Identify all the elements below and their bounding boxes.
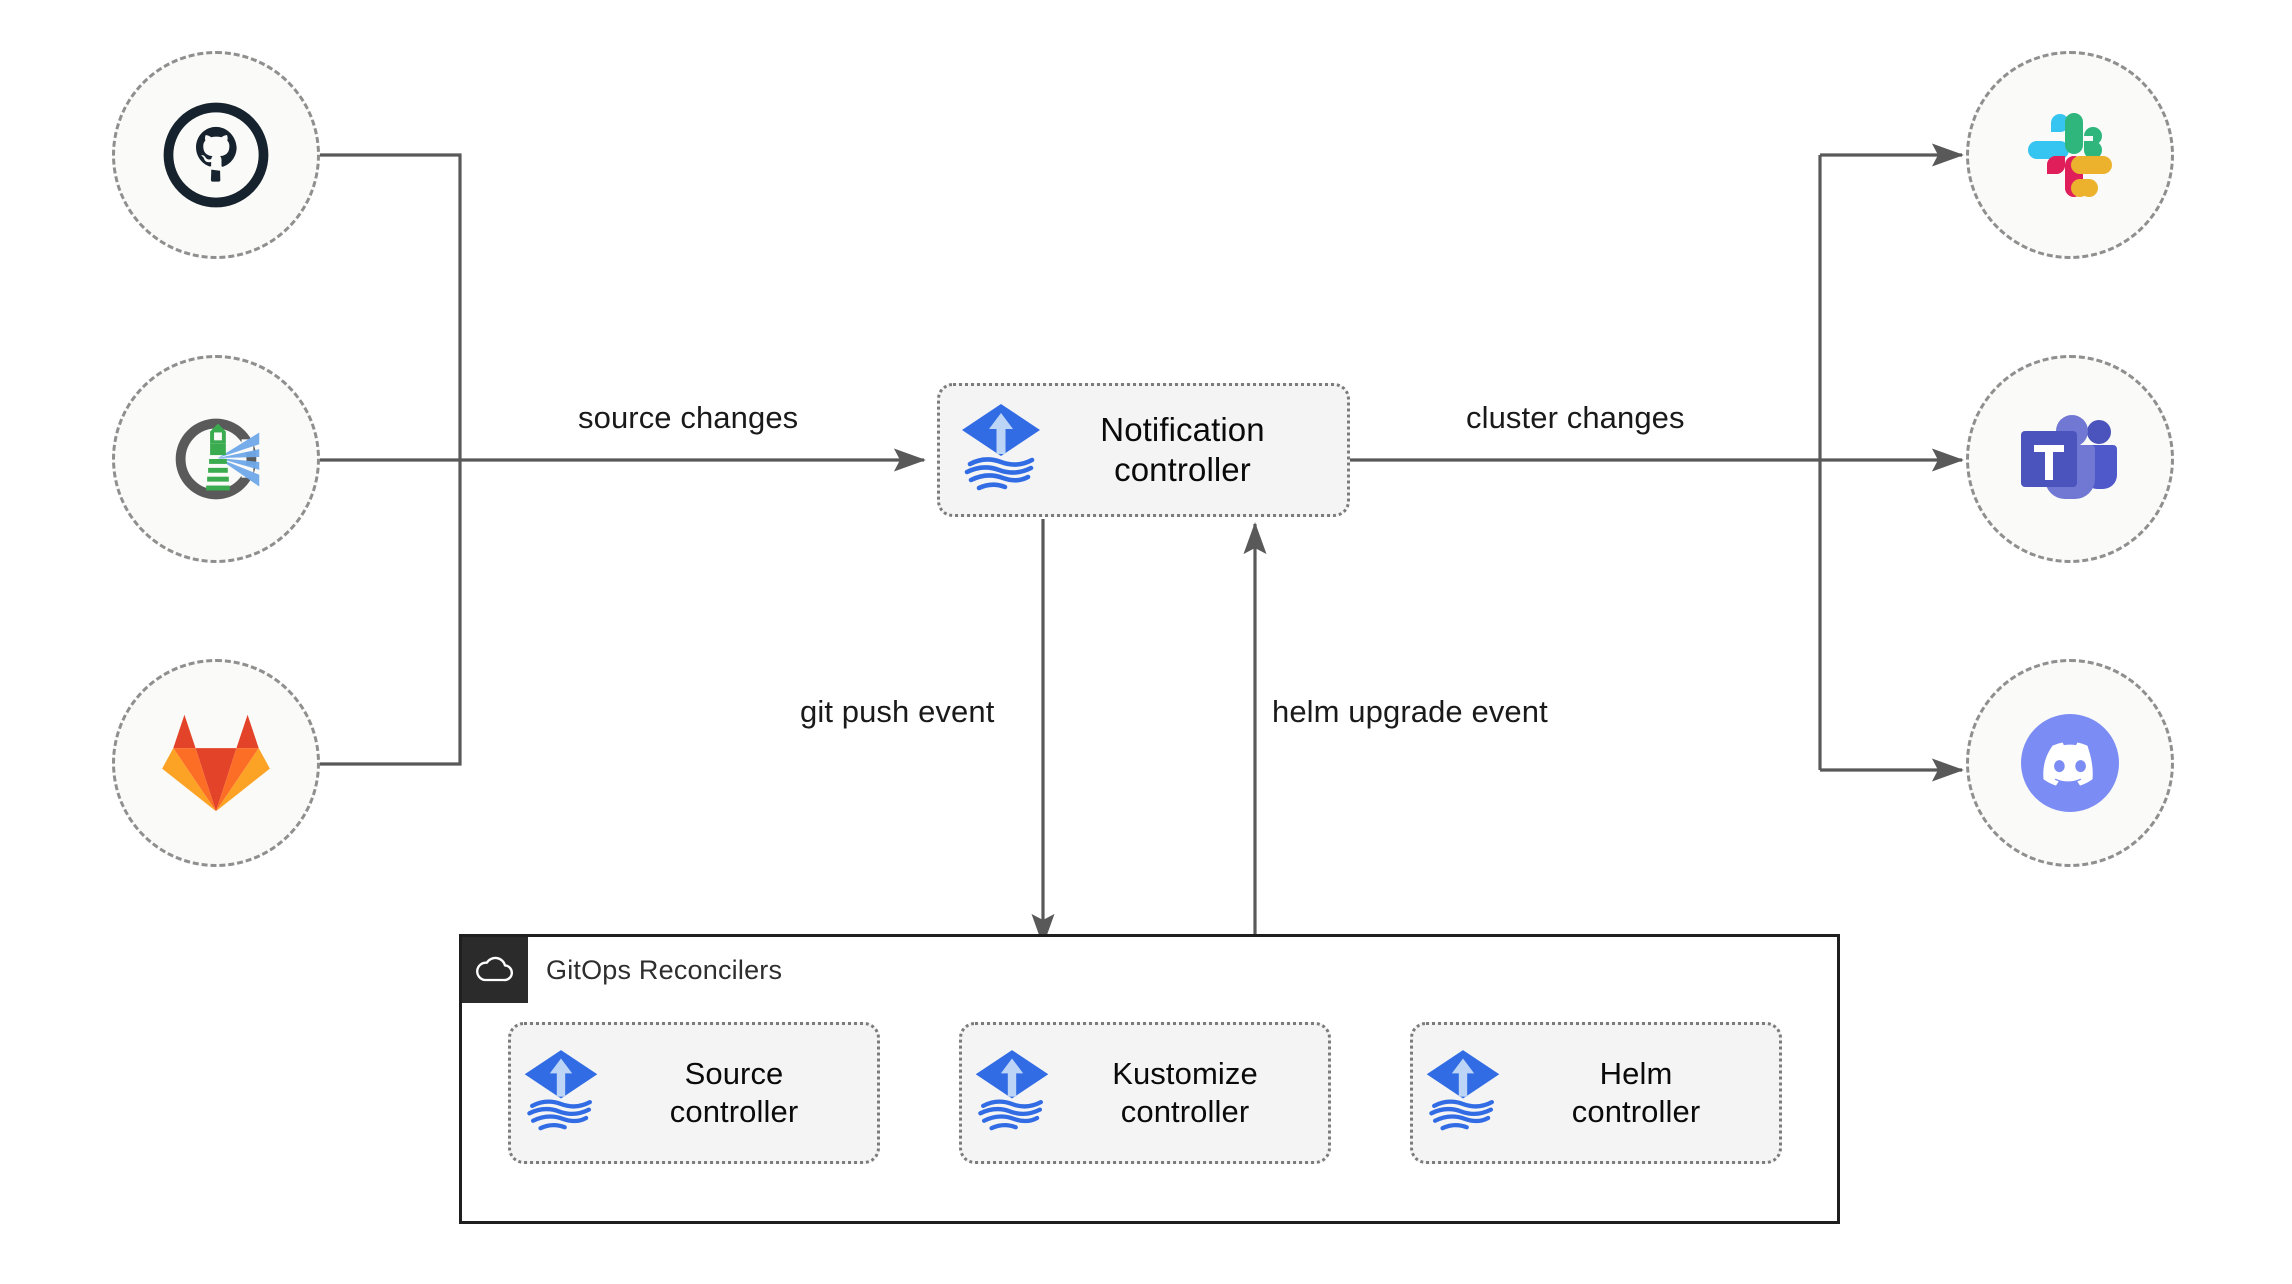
group-title: GitOps Reconcilers bbox=[546, 955, 783, 985]
cloud-icon bbox=[462, 937, 528, 1003]
bucket-lighthouse-icon bbox=[157, 400, 275, 518]
destination-endpoint-slack[interactable] bbox=[1966, 51, 2174, 259]
edge-label-git-push: git push event bbox=[800, 694, 995, 729]
gitlab-icon bbox=[160, 711, 272, 815]
edge-sources-bus bbox=[318, 153, 462, 766]
node-kustomize-controller[interactable]: Kustomize controller bbox=[959, 1022, 1331, 1164]
source-endpoint-github[interactable] bbox=[112, 51, 320, 259]
flux-icon bbox=[958, 402, 1044, 499]
node-source-controller[interactable]: Source controller bbox=[508, 1022, 880, 1164]
source-endpoint-bucket[interactable] bbox=[112, 355, 320, 563]
flux-icon bbox=[972, 1047, 1052, 1140]
destination-endpoint-discord[interactable] bbox=[1966, 659, 2174, 867]
edge-label-cluster-changes: cluster changes bbox=[1466, 400, 1685, 435]
edge-label-source-changes: source changes bbox=[578, 400, 799, 435]
discord-icon bbox=[2017, 710, 2123, 816]
flux-icon bbox=[1423, 1047, 1503, 1140]
github-icon bbox=[162, 101, 270, 209]
node-label: Notification controller bbox=[1100, 410, 1265, 488]
node-notification-controller[interactable]: Notification controller bbox=[937, 383, 1350, 517]
destination-endpoint-teams[interactable] bbox=[1966, 355, 2174, 563]
microsoft-teams-icon bbox=[2015, 411, 2125, 507]
edge-label-helm-upgrade: helm upgrade event bbox=[1272, 694, 1548, 729]
node-label: Kustomize controller bbox=[1112, 1056, 1258, 1129]
flux-icon bbox=[521, 1047, 601, 1140]
source-endpoint-gitlab[interactable] bbox=[112, 659, 320, 867]
node-label: Source controller bbox=[669, 1056, 799, 1129]
node-label: Helm controller bbox=[1571, 1056, 1701, 1129]
node-helm-controller[interactable]: Helm controller bbox=[1410, 1022, 1782, 1164]
slack-icon bbox=[2018, 103, 2122, 207]
